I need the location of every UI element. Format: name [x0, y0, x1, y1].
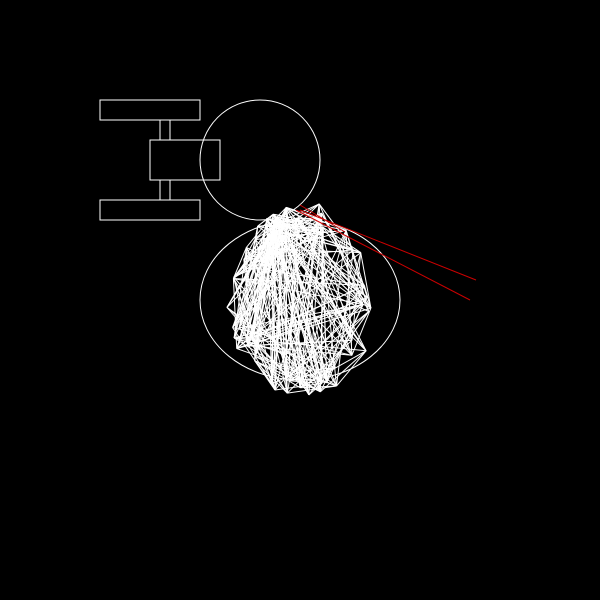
mesh-edge	[275, 203, 320, 233]
mesh-edge	[277, 223, 284, 250]
mesh-edge	[236, 249, 354, 349]
mesh-edge	[299, 350, 367, 389]
mesh-edge	[275, 223, 288, 394]
mesh-edge	[320, 350, 367, 393]
red-ray-lower	[295, 209, 471, 301]
mesh-edge	[257, 213, 274, 227]
mesh-edge	[285, 207, 301, 388]
mesh-edge	[253, 248, 284, 269]
mesh-edge	[321, 233, 353, 341]
mesh-edge	[245, 223, 277, 342]
mesh-edge	[277, 223, 364, 305]
mesh-edge	[232, 247, 247, 279]
mesh-edge	[247, 345, 352, 356]
mesh-edge	[286, 206, 321, 220]
mesh-edge	[290, 213, 323, 381]
mesh-edge	[285, 354, 289, 377]
mesh-edge	[275, 223, 302, 372]
mesh-edge	[232, 267, 255, 328]
mesh-edge	[277, 223, 310, 395]
mesh-edge	[254, 226, 259, 240]
mesh-edge	[245, 247, 323, 384]
bracket-outline-shape	[99, 99, 221, 221]
mesh-edge	[238, 327, 288, 394]
mesh-edge	[323, 226, 361, 254]
mesh-edge	[236, 348, 302, 372]
mesh-edge	[351, 307, 372, 356]
mesh-edge	[345, 230, 368, 298]
mesh-edge	[286, 311, 370, 394]
mesh-edge	[271, 218, 297, 384]
mesh-edge	[287, 385, 337, 394]
mesh-edge	[298, 218, 367, 352]
mesh-edge	[253, 216, 278, 269]
wireframe-mesh	[226, 203, 372, 396]
mesh-edge	[254, 360, 288, 394]
mesh-edge	[274, 218, 321, 391]
mesh-edge	[233, 247, 247, 339]
mesh-edge	[253, 207, 287, 269]
mesh-edge	[275, 223, 323, 234]
mesh-edge	[245, 247, 321, 393]
mesh-edge	[271, 216, 278, 384]
mesh-edge	[288, 304, 364, 378]
mesh-edge	[271, 226, 288, 384]
mesh-edge	[247, 337, 253, 346]
mesh-edge	[275, 203, 320, 225]
mesh-edge	[266, 218, 328, 383]
mesh-edge	[245, 226, 267, 342]
mesh-edge	[308, 311, 370, 396]
mesh-edge	[232, 327, 276, 391]
bracket-top-bar	[99, 99, 201, 121]
red-rays	[295, 204, 477, 301]
mesh-edge	[321, 233, 328, 383]
mesh-edge	[360, 252, 372, 309]
red-ray-short	[299, 204, 346, 233]
red-ray-upper	[299, 209, 477, 281]
mesh-edge	[226, 223, 279, 308]
mesh-edge	[254, 207, 287, 357]
mesh-edge	[272, 233, 301, 388]
mesh-edge	[336, 350, 367, 387]
mesh-edge	[271, 233, 274, 384]
mesh-edge	[254, 360, 301, 389]
mesh-edge	[232, 234, 284, 328]
mesh-edge	[243, 226, 324, 260]
mesh-edge	[243, 218, 299, 260]
mesh-edge	[286, 203, 320, 394]
bracket-bottom-bar	[99, 199, 201, 221]
mesh-edge	[299, 339, 353, 389]
mesh-edge	[266, 218, 288, 394]
mesh-edge	[299, 230, 347, 388]
mesh-edge	[274, 382, 322, 391]
bracket-center-block	[149, 139, 221, 181]
circle-outline	[199, 99, 321, 221]
mesh-edge	[266, 218, 273, 384]
mesh-edge	[266, 218, 367, 352]
